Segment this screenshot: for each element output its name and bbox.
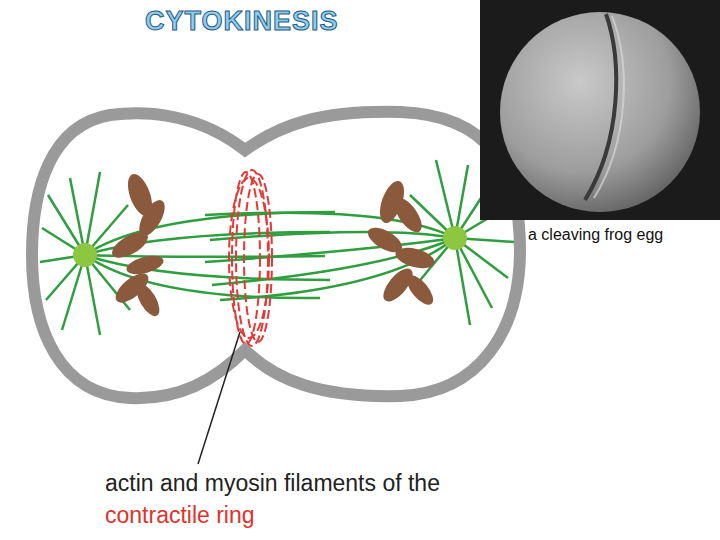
contractile-ring bbox=[229, 170, 272, 346]
frog-egg bbox=[500, 12, 700, 212]
leader-line bbox=[198, 332, 240, 464]
cleavage-furrow bbox=[585, 14, 616, 200]
photo-caption: a cleaving frog egg bbox=[528, 226, 663, 244]
astral-microtubules bbox=[40, 160, 514, 335]
centrosome bbox=[73, 243, 97, 267]
part-label: contractile ring bbox=[105, 502, 255, 528]
chromosomes bbox=[108, 171, 438, 320]
title: CYTOKINESIS bbox=[145, 6, 339, 37]
part-label: actin and myosin filaments of the bbox=[105, 470, 440, 496]
cell-membrane bbox=[32, 112, 520, 398]
furrow-highlight bbox=[594, 16, 624, 198]
photo-background bbox=[480, 0, 720, 220]
centrosome bbox=[443, 226, 467, 250]
